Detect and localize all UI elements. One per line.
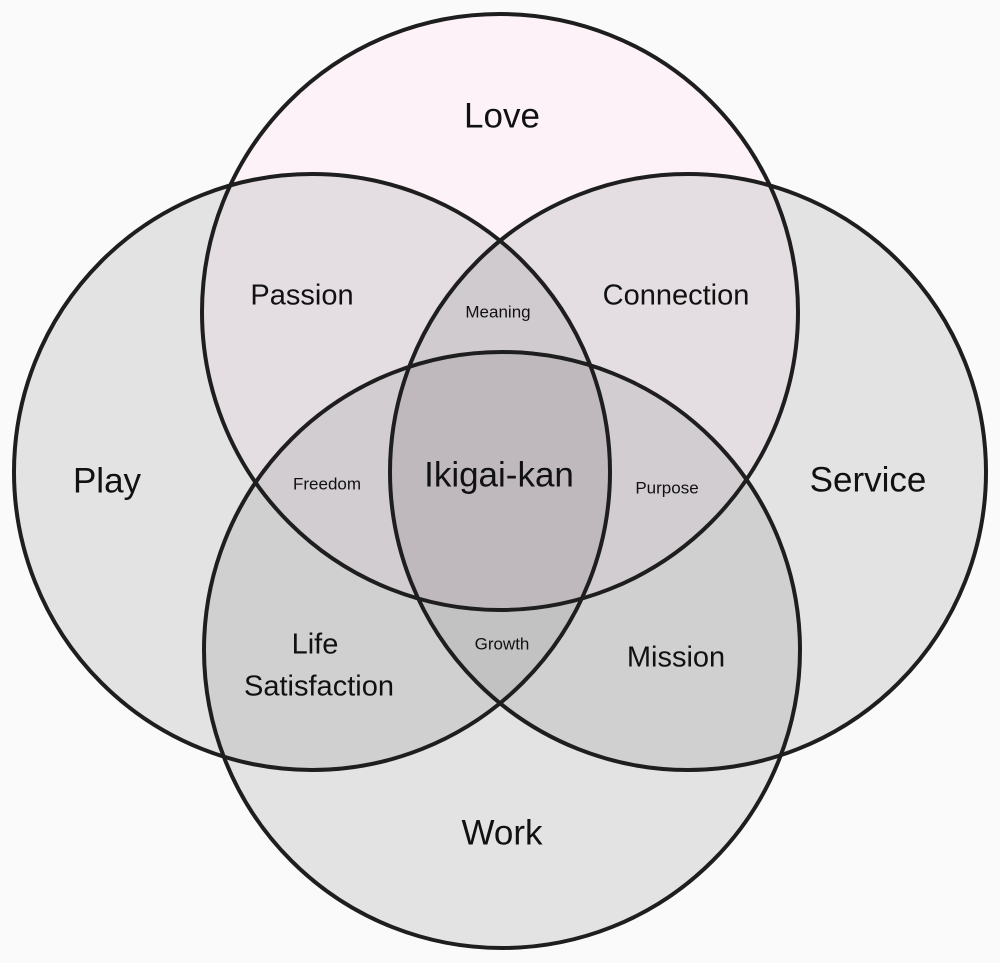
circle-work-outline [202, 350, 802, 950]
label-work: Work [461, 813, 543, 852]
circle-service-outline [388, 172, 988, 772]
label-freedom: Freedom [293, 474, 361, 493]
label-growth: Growth [475, 634, 530, 653]
label-connection: Connection [603, 280, 750, 312]
label-life-satisfaction-line2: Satisfaction [244, 671, 394, 703]
label-ikigai-kan: Ikigai-kan [424, 455, 574, 494]
region-love-work [204, 352, 798, 610]
label-play: Play [73, 461, 142, 500]
label-love: Love [464, 96, 540, 135]
label-purpose: Purpose [635, 478, 698, 497]
label-meaning: Meaning [465, 302, 530, 321]
label-life-satisfaction-line1: Life [292, 629, 339, 661]
label-mission: Mission [627, 642, 725, 674]
label-passion: Passion [250, 280, 353, 312]
label-service: Service [810, 460, 927, 499]
circle-love-outline [200, 12, 800, 612]
region-play-service-work [390, 352, 610, 770]
circle-play-outline [12, 172, 612, 772]
